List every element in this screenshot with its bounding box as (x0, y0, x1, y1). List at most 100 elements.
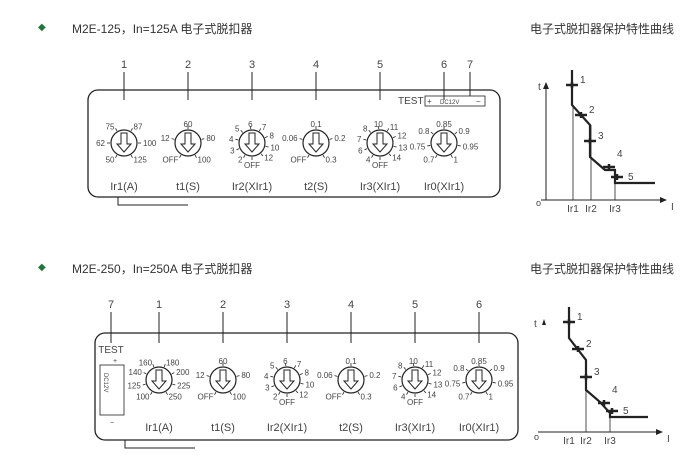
adjust-marker-icon (584, 138, 596, 144)
dial-tick (364, 148, 368, 151)
dial-tick (201, 138, 205, 140)
dial-tick (428, 382, 432, 385)
dial-tick-label: 7 (357, 135, 362, 144)
dial-tick-label: OFF (198, 392, 214, 401)
x-tick-label: Ir1 (563, 436, 575, 447)
dial-tick (299, 138, 303, 140)
dial-tick-label: 1 (454, 155, 459, 164)
dial-tick-label: 1 (489, 392, 494, 401)
dial-tick (236, 375, 240, 377)
dial-tick-label: 12 (196, 371, 205, 380)
rotary-dial (465, 366, 493, 394)
dial-tick-label: 0.75 (445, 379, 461, 388)
dial-tick (462, 382, 466, 384)
bullet-icon: ◆ (38, 22, 46, 33)
dial-tick-label: 10 (270, 144, 279, 153)
dial-tick-label: 0.3 (326, 155, 338, 164)
dial-tick (172, 383, 176, 386)
dial-tick-label: 6 (248, 120, 253, 129)
dial-arrow-icon (243, 132, 261, 153)
callout-number: 5 (377, 59, 383, 71)
dial-tick-label: 6 (283, 357, 288, 366)
dial-tick (130, 128, 133, 132)
dial-tick (329, 138, 333, 140)
callout-number: 7 (467, 59, 473, 71)
dial-tick (214, 391, 217, 395)
test-port (424, 95, 486, 107)
dial-tick (206, 375, 210, 377)
x-tick-label: Ir2 (585, 204, 597, 215)
dial-arrow-icon (307, 132, 325, 153)
dial-tick-label: 4 (264, 372, 269, 381)
dial-tick-label: 13 (398, 144, 407, 153)
dial-tick-label: 8 (305, 369, 310, 378)
dial-tick (265, 145, 269, 148)
dial-tick-label: 7 (262, 123, 267, 132)
marker-label: 2 (589, 105, 595, 116)
section-2-curve-title: 电子式脱扣器保护特性曲线 (530, 262, 675, 276)
dial-tick-label: 62 (96, 139, 105, 148)
dial-tick-label: 0.9 (494, 364, 506, 373)
dial-tick-label: 0.2 (334, 134, 346, 143)
dial-tick (258, 128, 262, 132)
dial-arrow-icon (371, 132, 389, 153)
dial-tick-label: 0.3 (361, 392, 373, 401)
dial-tick-label: OFF (163, 155, 179, 164)
adjust-marker-icon (606, 408, 618, 414)
dial-label: t2(S) (304, 181, 328, 193)
dial-tick-label: OFF (326, 392, 342, 401)
dial-tick (295, 390, 299, 394)
dial-tick-label: 7 (392, 372, 397, 381)
dial-tick (427, 373, 431, 376)
dial-arrow-icon (150, 369, 168, 390)
dial-tick (492, 382, 496, 384)
marker-label: 2 (586, 339, 592, 350)
dial-tick-label: 2 (273, 392, 278, 401)
callout-number: 7 (108, 299, 114, 311)
dial-tick-label: 10 (409, 357, 418, 366)
dial-tick (392, 136, 396, 139)
dial-tick-label: 14 (392, 154, 401, 163)
rotary-dial (302, 129, 330, 157)
dial-tick (163, 364, 166, 368)
dial-tick (307, 154, 310, 158)
protection-curve (570, 70, 655, 185)
dial-tick-label: 6 (358, 147, 363, 156)
dial-tick (322, 154, 325, 158)
dial-tick-label: 5 (270, 362, 275, 371)
dial-tick-label: OFF (291, 155, 307, 164)
dial-tick-label: 4 (229, 135, 234, 144)
dial-tick (406, 391, 409, 395)
adjust-marker-icon (598, 400, 610, 406)
dial-tick (334, 375, 338, 377)
dial-tick-label: 14 (427, 391, 436, 400)
dial-tick (260, 153, 264, 157)
dial-label: Ir1(A) (110, 181, 138, 193)
dial-tick-label: 160 (139, 358, 153, 367)
trip-unit-panel (94, 332, 519, 441)
dial-arrow-icon (179, 132, 197, 153)
test-plus: + (427, 97, 432, 106)
dial-tick-label: 4 (366, 155, 371, 164)
dial-label: Ir1(A) (145, 422, 173, 434)
test-label: TEST (98, 345, 124, 356)
rotary-dial (401, 366, 429, 394)
dial-tick-label: 13 (433, 381, 442, 390)
dial-tick-label: 0.75 (410, 142, 426, 151)
rotary-dial (366, 129, 394, 157)
rotary-dial (174, 129, 202, 157)
dial-arrow-icon (278, 369, 296, 390)
dial-tick (152, 364, 155, 368)
dial-label: t2(S) (339, 422, 363, 434)
test-voltage: DC12V (102, 373, 108, 392)
dial-tick-label: 4 (401, 392, 406, 401)
dial-tick-label: 100 (233, 392, 247, 401)
dial-tick-label: 0.9 (459, 127, 471, 136)
dial-tick (403, 366, 407, 370)
dial-tick-label: 0.1 (345, 357, 357, 366)
callout-number: 1 (121, 59, 127, 71)
dial-tick (236, 148, 240, 151)
x-tick-label: Ir3 (609, 204, 621, 215)
dial-tick-label: 0.85 (471, 357, 487, 366)
